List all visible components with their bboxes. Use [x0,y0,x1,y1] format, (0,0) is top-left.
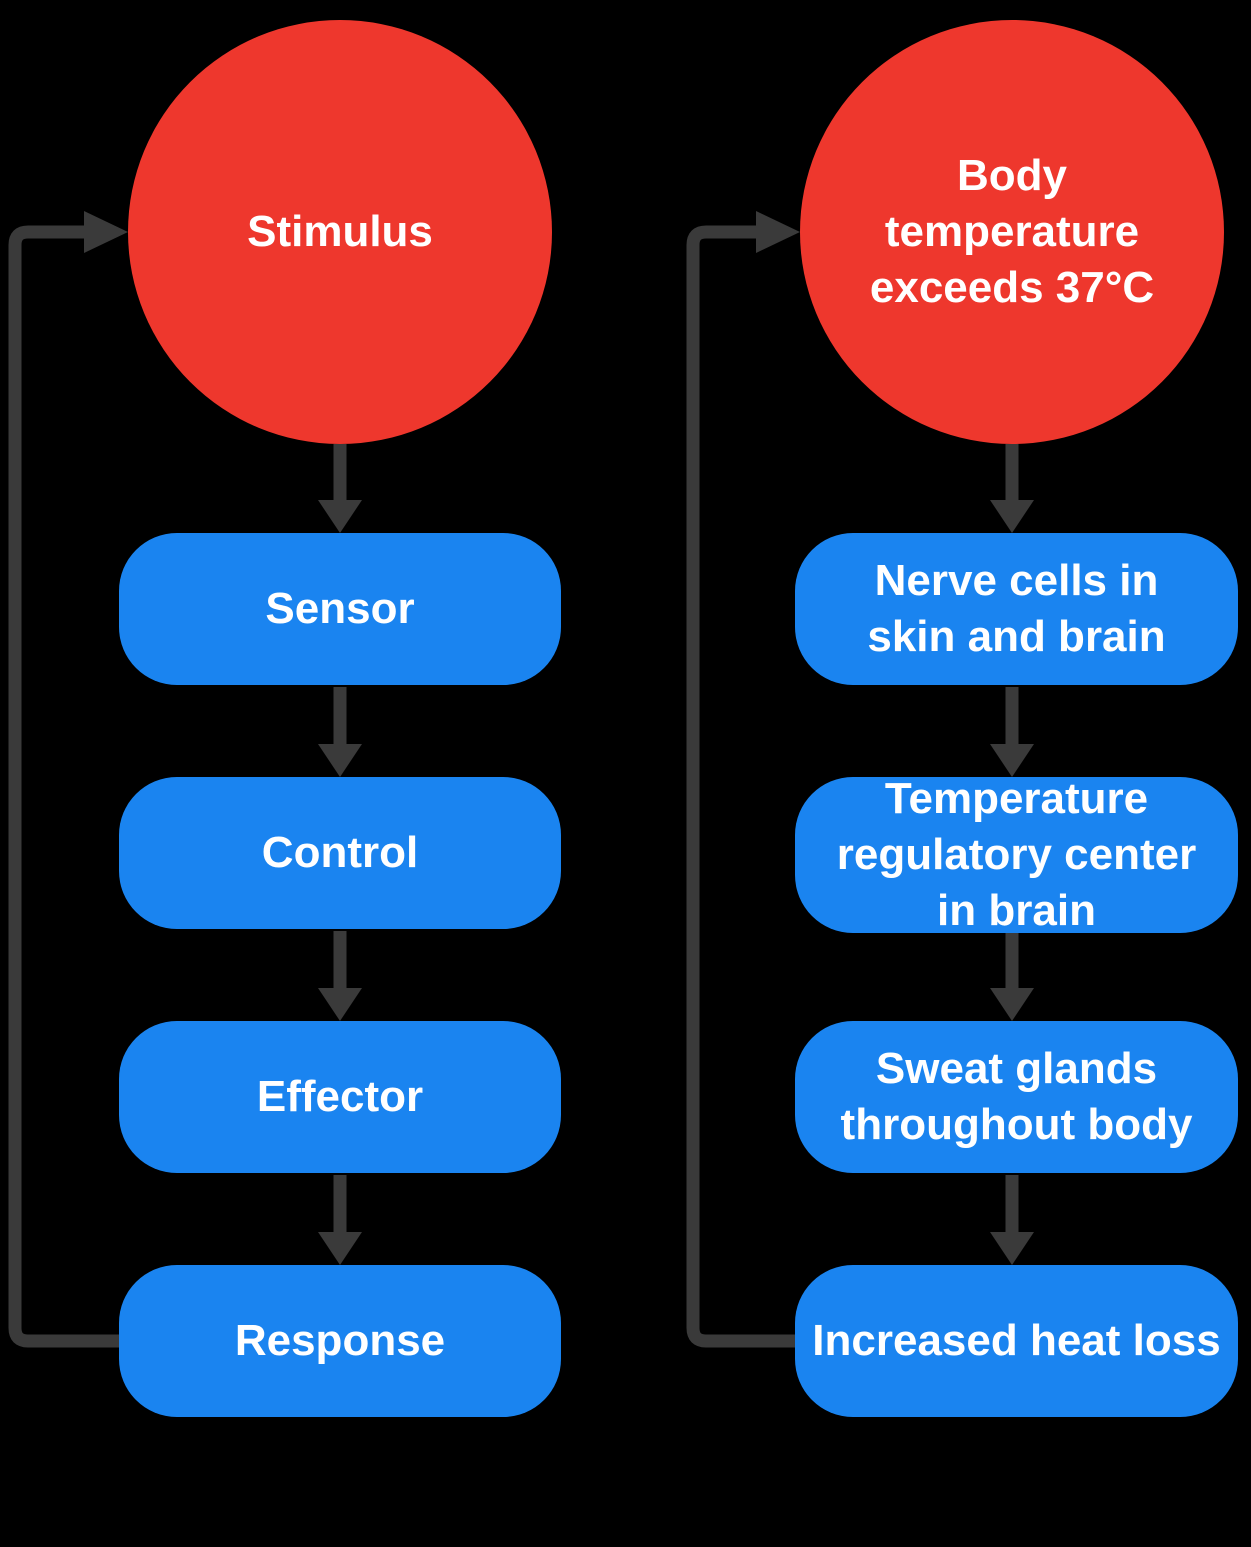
body-temperature-label: Body temperature exceeds 37°C [869,150,1155,313]
arrow-control-to-effector [318,931,362,1021]
body-temperature-node: Body temperature exceeds 37°C [800,20,1224,444]
sweat-glands-node: Sweat glands throughout body [795,1021,1238,1173]
stimulus-label: Stimulus [247,206,433,256]
sensor-node: Sensor [119,533,561,685]
feedback-loop-heatloss-to-bodytemp [686,211,800,1348]
feedback-loop-response-to-stimulus [8,211,128,1348]
regulatory-center-node: Temperature regulatory center in brain [795,774,1238,935]
arrow-bodytemp-to-nervecells [990,444,1034,533]
arrow-sweatglands-to-heatloss [990,1175,1034,1265]
arrow-stimulus-to-sensor [318,444,362,533]
stimulus-node: Stimulus [128,20,552,444]
regulatory-center-label: Temperature regulatory center in brain [836,773,1197,936]
arrow-nervecells-to-regcenter [990,687,1034,777]
heat-loss-node: Increased heat loss [795,1265,1238,1417]
sensor-label: Sensor [265,583,415,633]
arrow-effector-to-response [318,1175,362,1265]
control-node: Control [119,777,561,929]
heat-loss-label: Increased heat loss [812,1315,1221,1365]
response-label: Response [234,1315,446,1365]
nerve-cells-label: Nerve cells in skin and brain [867,555,1166,661]
arrow-sensor-to-control [318,687,362,777]
response-node: Response [119,1265,561,1417]
effector-label: Effector [256,1071,424,1121]
sweat-glands-label: Sweat glands throughout body [840,1043,1193,1149]
control-label: Control [261,827,419,877]
nerve-cells-node: Nerve cells in skin and brain [795,533,1238,685]
arrow-regcenter-to-sweatglands [990,931,1034,1021]
effector-node: Effector [119,1021,561,1173]
